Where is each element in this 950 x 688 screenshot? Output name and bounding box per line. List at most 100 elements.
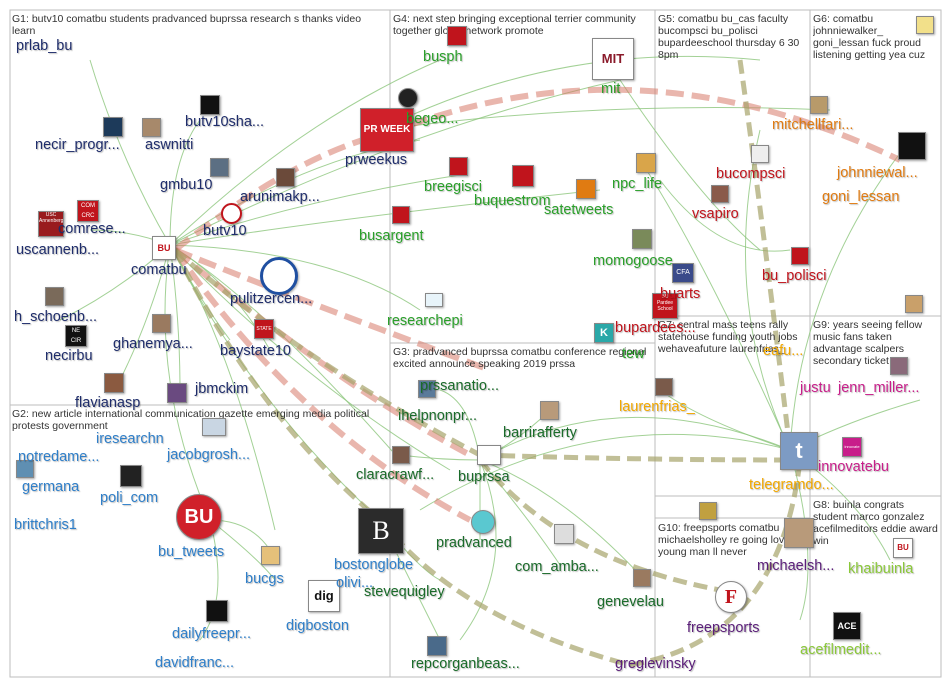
node-bostonglobe[interactable]: bostonglobe [334, 557, 414, 573]
node-greglevinsky[interactable]: greglevinsky [615, 656, 696, 672]
iresearchn-avatar[interactable] [202, 418, 226, 436]
node-davidfranc[interactable]: davidfranc... [155, 655, 234, 671]
node-pulitzercen[interactable]: pulitzercen... [230, 291, 313, 307]
necir-prog-avatar[interactable] [103, 117, 123, 137]
bucompsci-avatar[interactable] [751, 145, 769, 163]
mitchellfari-avatar[interactable] [810, 96, 828, 114]
node-prweekus[interactable]: prweekus [345, 152, 408, 168]
g6-extra-avatar[interactable] [905, 295, 923, 313]
node-prssanatio[interactable]: prssanatio... [420, 378, 499, 394]
barrirafferty-avatar[interactable] [540, 401, 559, 420]
tew-avatar[interactable]: K [594, 323, 614, 343]
pulitzercen-avatar[interactable] [260, 257, 298, 295]
node-ghanemya[interactable]: ghanemya... [113, 336, 193, 352]
buarts-avatar[interactable]: CFA [672, 263, 694, 283]
notredame-avatar[interactable] [16, 460, 34, 478]
node-repcorganbeas[interactable]: repcorganbeas... [411, 656, 520, 672]
digboston-avatar[interactable]: dig [308, 580, 340, 612]
mit-avatar[interactable]: MIT [592, 38, 634, 80]
node-bucgs[interactable]: bucgs [245, 571, 284, 587]
genevelau-avatar[interactable] [633, 569, 651, 587]
node-vsapiro[interactable]: vsapiro [692, 206, 739, 222]
busargent-avatar[interactable] [392, 206, 410, 224]
node-comatbu[interactable]: comatbu [131, 262, 187, 278]
node-iresearchn[interactable]: iresearchn [96, 431, 164, 447]
node-flavianasp[interactable]: flavianasp [75, 395, 141, 411]
node-necirbu[interactable]: necirbu [45, 348, 93, 364]
necirbu-avatar[interactable]: NE CIR [65, 325, 87, 347]
michaelsh-avatar[interactable] [784, 518, 814, 548]
acefilmedit-avatar[interactable]: ACE [833, 612, 861, 640]
node-dailyfreepr[interactable]: dailyfreepr... [172, 626, 251, 642]
com-amba-avatar[interactable] [554, 524, 574, 544]
node-researchepi[interactable]: researchepi [387, 313, 463, 329]
repcorganbeas-avatar[interactable] [427, 636, 447, 656]
node-jenn-miller[interactable]: jenn_miller... [838, 380, 920, 396]
bu-tweets-avatar[interactable]: BU [176, 494, 222, 540]
node-eafu[interactable]: eafu... [763, 343, 804, 359]
freepsports-avatar[interactable]: F [715, 581, 747, 613]
node-comrese[interactable]: comrese... [58, 221, 126, 237]
node-breegisci[interactable]: breegisci [424, 179, 483, 195]
laurenfrias-avatar[interactable] [655, 378, 673, 396]
node-bucompsci[interactable]: bucompsci [716, 166, 786, 182]
node-pradvanced[interactable]: pradvanced [436, 535, 512, 551]
node-arunimakp[interactable]: arunimakp... [240, 189, 320, 205]
node-bupardee[interactable]: bupardees... [615, 320, 696, 336]
node-jacobgrosh[interactable]: jacobgrosh... [167, 447, 251, 463]
bucgs-avatar[interactable] [261, 546, 280, 565]
node-bu-tweets[interactable]: bu_tweets [158, 544, 225, 560]
node-buquestrom[interactable]: buquestrom [474, 193, 551, 209]
goni-lessan-avatar[interactable] [916, 16, 934, 34]
node-notredame[interactable]: notredame... [18, 449, 100, 465]
node-gmbu10[interactable]: gmbu10 [160, 177, 213, 193]
telegramdo-avatar[interactable]: t [780, 432, 818, 470]
busph-avatar[interactable] [447, 26, 467, 46]
pradvanced-avatar[interactable] [471, 510, 495, 534]
node-justu[interactable]: justu [800, 380, 831, 396]
node-khaibuinla[interactable]: khaibuinla [848, 561, 914, 577]
prssanatio-avatar[interactable] [418, 380, 436, 398]
node-telegramdo[interactable]: telegramdo... [749, 477, 834, 493]
node-ihelpnonpr[interactable]: ihelpnonpr... [398, 408, 478, 424]
bu-polisci-avatar[interactable] [791, 247, 809, 265]
node-necir-prog[interactable]: necir_progr... [35, 137, 120, 153]
node-jbmckim[interactable]: jbmckim [195, 381, 249, 397]
node-acefilmedit[interactable]: acefilmedit... [800, 642, 882, 658]
butv10sha-avatar[interactable] [200, 95, 220, 115]
node-goni-lessan[interactable]: goni_lessan [822, 189, 900, 205]
arunimakp-avatar[interactable] [276, 168, 295, 187]
node-mitchellfari[interactable]: mitchellfari... [772, 117, 854, 133]
node-buprssa[interactable]: buprssa [458, 469, 510, 485]
node-innovatebu[interactable]: innovatebu [818, 459, 889, 475]
node-freepsports[interactable]: freepsports [687, 620, 760, 636]
gmbu10-avatar[interactable] [210, 158, 229, 177]
node-aswnitti[interactable]: aswnitti [145, 137, 194, 153]
greglevinsky-avatar[interactable] [699, 502, 717, 520]
prweekus-avatar[interactable]: PR WEEK [360, 108, 414, 152]
node-baystate10[interactable]: baystate10 [220, 343, 291, 359]
flavianasp-avatar[interactable] [104, 373, 124, 393]
vsapiro-avatar[interactable] [711, 185, 729, 203]
buquestrom-avatar[interactable] [512, 165, 534, 187]
node-laurenfrias[interactable]: laurenfrias_ [619, 399, 695, 415]
aswnitti-avatar[interactable] [142, 118, 161, 137]
node-prlab-bu[interactable]: prlab_bu [16, 38, 73, 54]
node-michaelsh[interactable]: michaelsh... [757, 558, 835, 574]
node-begeo[interactable]: begeo... [406, 111, 459, 127]
node-busargent[interactable]: busargent [359, 228, 424, 244]
node-satetweets[interactable]: satetweets [544, 202, 614, 218]
node-butv10[interactable]: butv10 [203, 223, 247, 239]
butv10-avatar[interactable] [221, 203, 242, 224]
node-germana[interactable]: germana [22, 479, 80, 495]
dailyfreepr-avatar[interactable] [206, 600, 228, 622]
justu-avatar[interactable] [890, 357, 908, 375]
node-busph[interactable]: busph [423, 49, 463, 65]
khaibuinla-avatar[interactable]: BU [893, 538, 913, 558]
johnniewal-avatar[interactable] [898, 132, 926, 160]
node-johnniewal[interactable]: johnniewal... [837, 165, 918, 181]
node-com-amba[interactable]: com_amba... [515, 559, 599, 575]
comrese-avatar[interactable]: COM CRC [77, 200, 99, 222]
buprssa-avatar[interactable] [477, 445, 501, 465]
node-momogoose[interactable]: momogoose [593, 253, 673, 269]
